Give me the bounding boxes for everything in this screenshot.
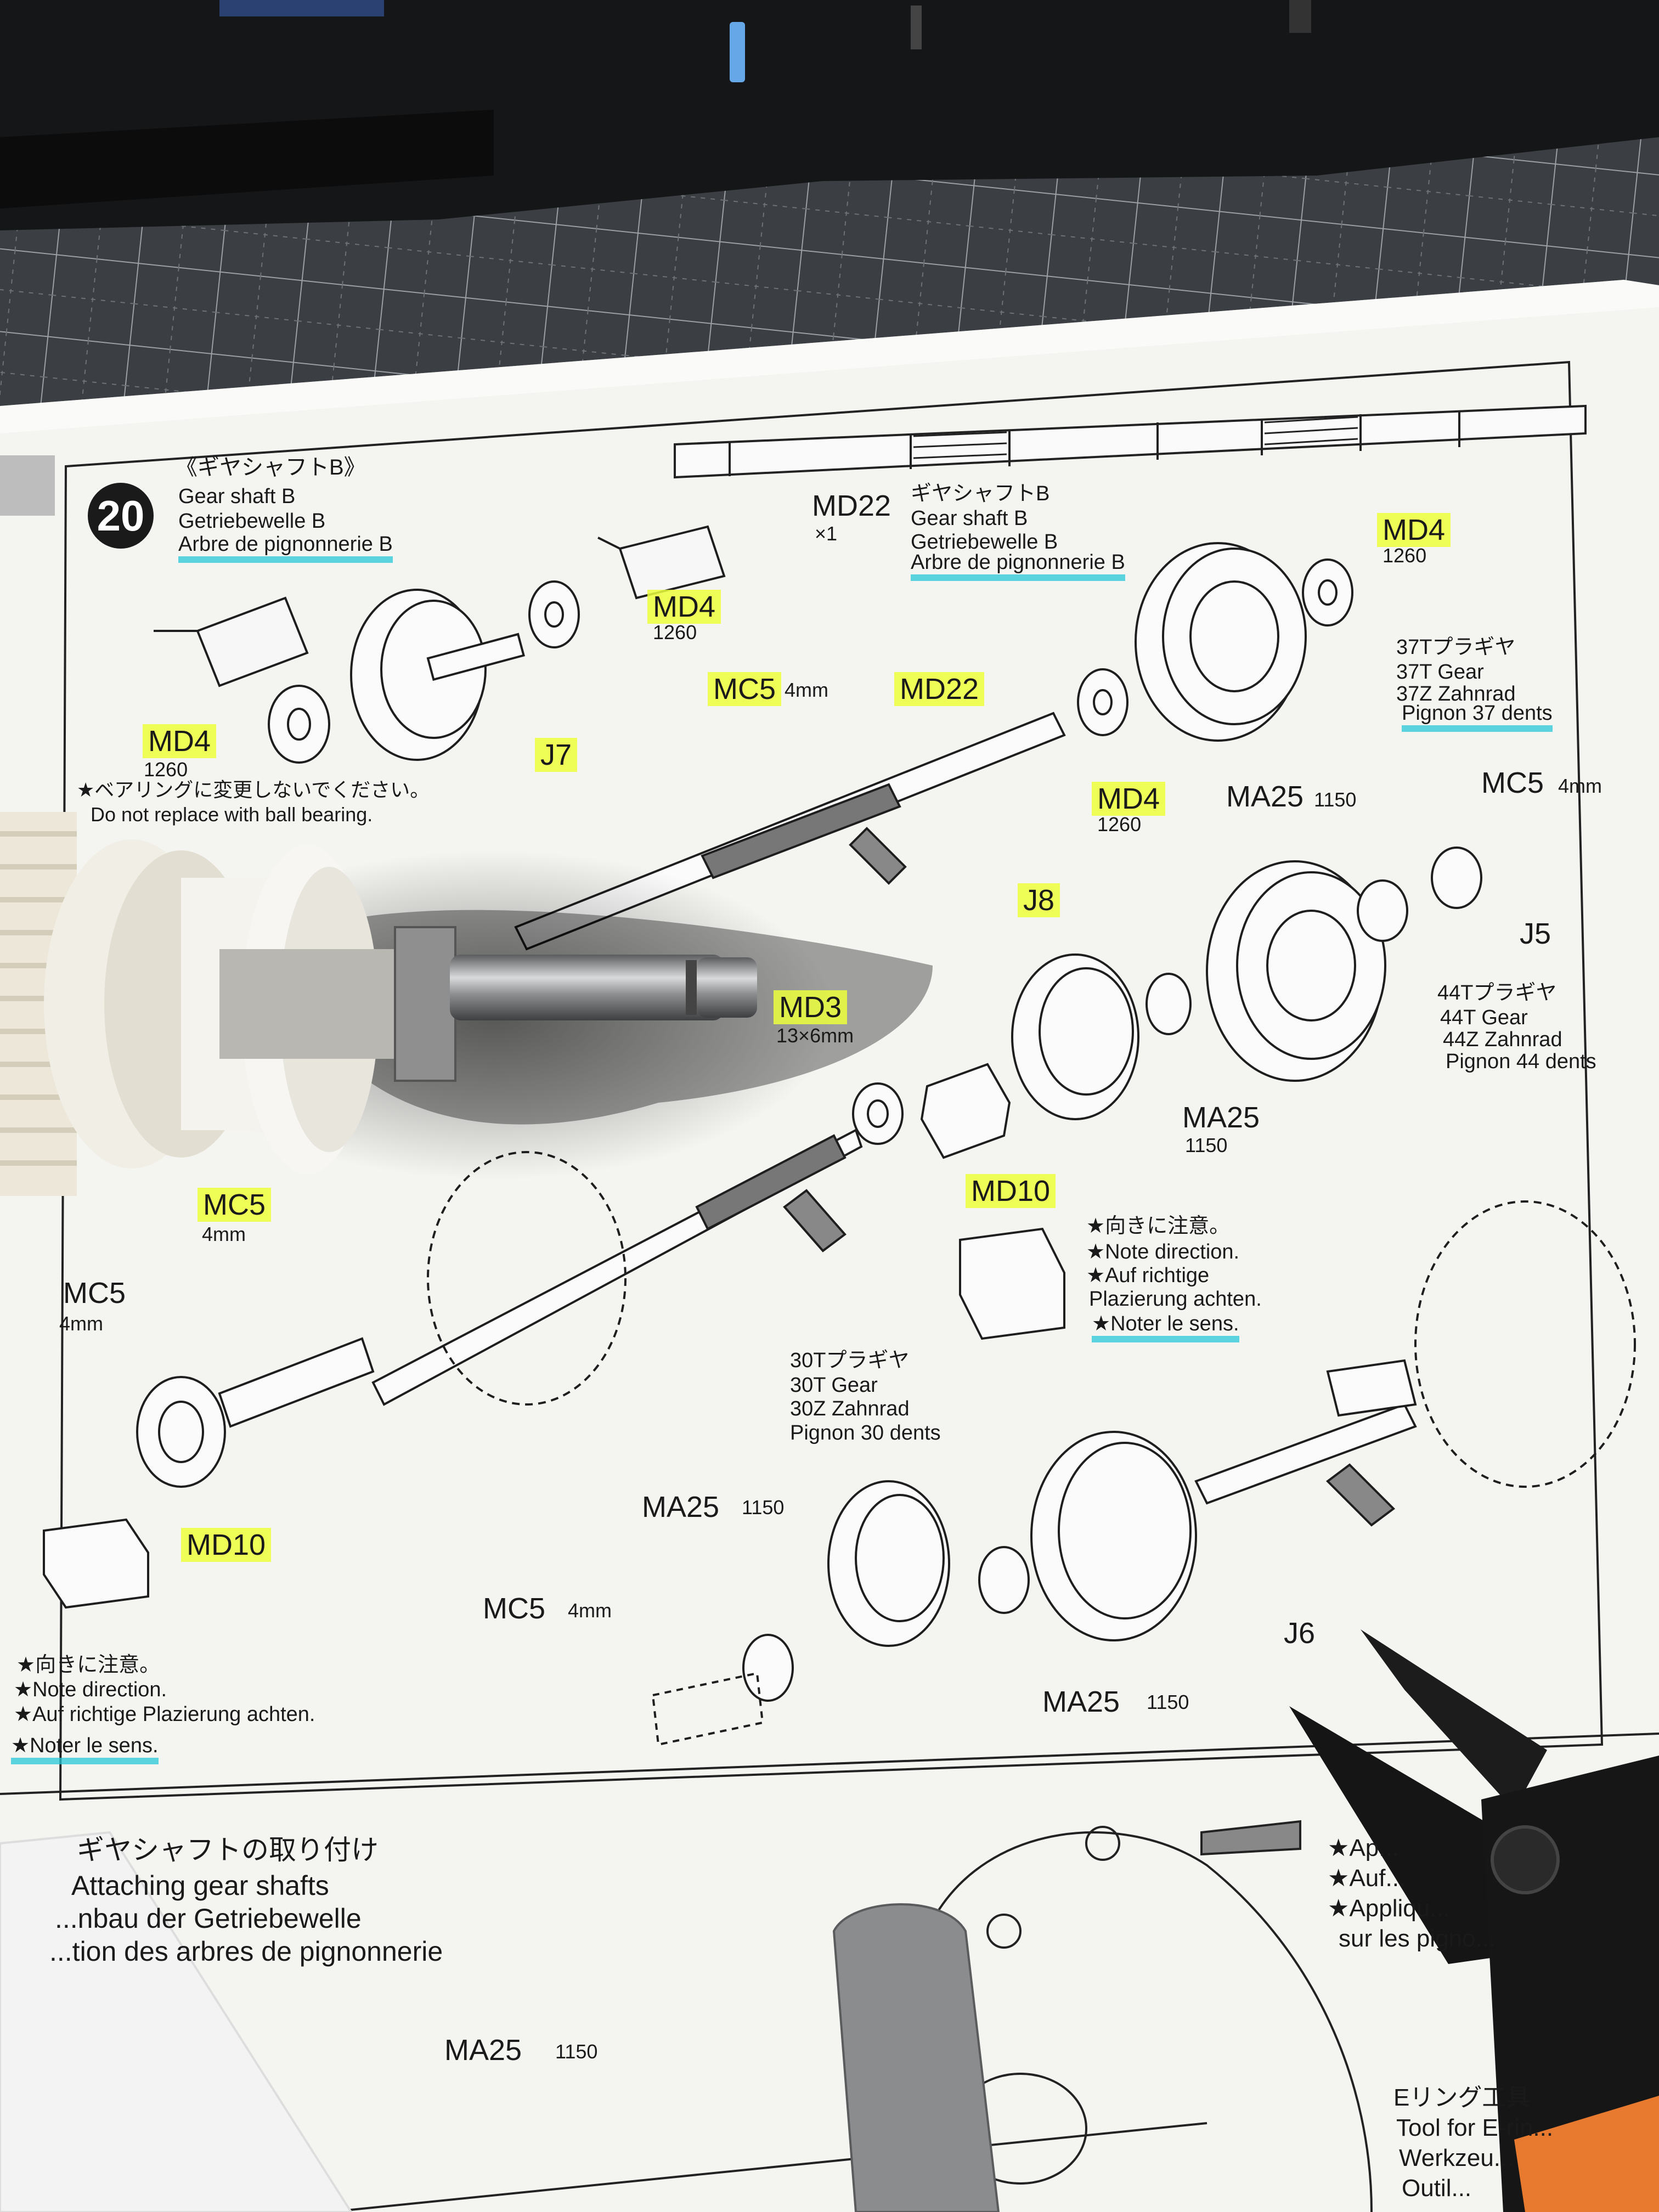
- tool-de: Werkzeu...: [1399, 2145, 1514, 2171]
- note-direction-mid-fr: ★Noter le sens.: [1092, 1312, 1239, 1342]
- next-step-de: ...nbau der Getriebewelle: [55, 1903, 362, 1934]
- label-md4-left-num: 1260: [144, 758, 188, 781]
- gear44-de: 44Z Zahnrad: [1443, 1028, 1562, 1051]
- label-md4-mid: MD4: [1092, 782, 1166, 816]
- gear37-fr: Pignon 37 dents: [1402, 702, 1553, 732]
- note-direction-low-de: ★Auf richtige Plazierung achten.: [14, 1703, 315, 1726]
- label-mc5-low-size: 4mm: [568, 1599, 612, 1622]
- label-ma25-top-num: 1150: [1314, 788, 1357, 811]
- label-md4-mid-num: 1260: [1097, 813, 1142, 836]
- md22-shaft-drawing: [674, 404, 1587, 479]
- md22-box-de: Getriebewelle B: [911, 531, 1058, 554]
- note-bearing-en: Do not replace with ball bearing.: [91, 803, 373, 826]
- label-ma25-bottom-num: 1150: [555, 2040, 598, 2063]
- label-mc5-top-size: 4mm: [785, 679, 828, 701]
- label-ma25-top: MA25: [1226, 780, 1304, 813]
- right-note-1: ★Ap...: [1328, 1835, 1399, 1861]
- note-direction-low-en: ★Note direction.: [14, 1678, 167, 1701]
- gear30-en: 30T Gear: [790, 1374, 878, 1397]
- label-j7: J7: [535, 738, 578, 772]
- gear30-jp: 30Tプラギヤ: [790, 1349, 910, 1372]
- label-mc5-right-size: 4mm: [1558, 775, 1602, 797]
- gear37-de: 37Z Zahnrad: [1396, 682, 1516, 706]
- md22-box-jp: ギヤシャフトB: [911, 482, 1050, 505]
- next-step-fr: ...tion des arbres de pignonnerie: [49, 1936, 443, 1967]
- label-mc5-left: MC5: [198, 1188, 272, 1222]
- md22-box-fr: Arbre de pignonnerie B: [911, 551, 1125, 581]
- label-mc5-far-size: 4mm: [59, 1312, 103, 1335]
- label-ma25-mid: MA25: [1182, 1101, 1260, 1134]
- keyboard: [0, 0, 1659, 230]
- metal-tool: [832, 1903, 1000, 2212]
- label-md10-mid: MD10: [966, 1174, 1056, 1208]
- next-step-en: Attaching gear shafts: [71, 1870, 329, 1901]
- step-title-fr: Arbre de pignonnerie B: [178, 533, 393, 563]
- side-cutters: [1289, 1629, 1659, 2212]
- step-title-de: Getriebewelle B: [178, 510, 326, 533]
- next-step-jp: ギヤシャフトの取り付け: [77, 1835, 379, 1865]
- gear44-fr: Pignon 44 dents: [1446, 1050, 1596, 1073]
- tool-fr: Outil...: [1402, 2175, 1472, 2202]
- gear-shaft-part: [0, 812, 757, 1196]
- label-mc5-top: MC5: [708, 672, 782, 706]
- note-direction-mid-jp: ★向きに注意。: [1086, 1215, 1231, 1238]
- tool-en: Tool for E-rin...: [1396, 2114, 1554, 2141]
- label-md3-size: 13×6mm: [776, 1024, 854, 1047]
- label-j5: J5: [1520, 917, 1551, 950]
- label-ma25-low2-num: 1150: [1147, 1691, 1189, 1713]
- tissue-paper: [0, 1831, 353, 2212]
- tool-jp: Eリング工具: [1393, 2084, 1531, 2111]
- label-mc5-low: MC5: [483, 1592, 546, 1625]
- middle-gear-assembly: [371, 847, 1482, 1406]
- note-direction-low-fr: ★Noter le sens.: [11, 1734, 159, 1764]
- label-ma25-low: MA25: [642, 1491, 720, 1523]
- step-title-jp: 《ギヤシャフトB》: [176, 455, 366, 479]
- right-note-3: ★Appliqu...: [1328, 1895, 1450, 1922]
- label-j6: J6: [1284, 1617, 1316, 1650]
- label-mc5-right: MC5: [1481, 766, 1544, 799]
- lower-gear-assembly: [43, 1200, 1636, 1746]
- gear37-jp: 37Tプラギヤ: [1396, 636, 1516, 659]
- md22-box-code: MD22: [812, 489, 891, 522]
- note-direction-mid-de1: ★Auf richtige: [1086, 1264, 1210, 1287]
- label-j8: J8: [1018, 883, 1060, 917]
- label-md4-top-right: MD4: [1377, 513, 1451, 547]
- label-ma25-mid-num: 1150: [1185, 1134, 1228, 1156]
- md22-box-en: Gear shaft B: [911, 507, 1028, 530]
- gear37-en: 37T Gear: [1396, 661, 1484, 684]
- note-direction-low-jp: ★向きに注意。: [16, 1654, 161, 1677]
- label-md3: MD3: [774, 990, 848, 1024]
- note-bearing-jp: ★ベアリングに変更しないでください。: [77, 778, 430, 801]
- step-number-badge: 20: [88, 483, 154, 549]
- step-title-en: Gear shaft B: [178, 485, 296, 508]
- md22-box-qty: ×1: [815, 522, 838, 545]
- note-direction-mid-de2: Plazierung achten.: [1089, 1288, 1262, 1311]
- right-note-2: ★Auf...: [1328, 1865, 1406, 1892]
- gear30-de: 30Z Zahnrad: [790, 1397, 910, 1420]
- label-ma25-low-num: 1150: [742, 1496, 785, 1519]
- label-md4-upper: MD4: [647, 590, 721, 624]
- label-mc5-far: MC5: [63, 1277, 126, 1310]
- label-md4-upper-num: 1260: [653, 621, 697, 644]
- gear44-en: 44T Gear: [1440, 1006, 1528, 1029]
- label-md4-top-right-num: 1260: [1383, 544, 1427, 567]
- next-step-drawing: [329, 1820, 1373, 2212]
- note-direction-mid-en: ★Note direction.: [1086, 1240, 1240, 1263]
- label-md10-low: MD10: [181, 1528, 272, 1562]
- gear30-fr: Pignon 30 dents: [790, 1421, 941, 1444]
- label-mc5-left-size: 4mm: [202, 1223, 246, 1245]
- label-ma25-low2: MA25: [1042, 1685, 1120, 1718]
- label-ma25-bottom: MA25: [444, 2034, 522, 2067]
- label-md4-left: MD4: [143, 724, 217, 758]
- gear44-jp: 44Tプラギヤ: [1437, 981, 1557, 1005]
- right-note-4: sur les pigno...: [1339, 1925, 1496, 1952]
- label-md22: MD22: [894, 672, 985, 706]
